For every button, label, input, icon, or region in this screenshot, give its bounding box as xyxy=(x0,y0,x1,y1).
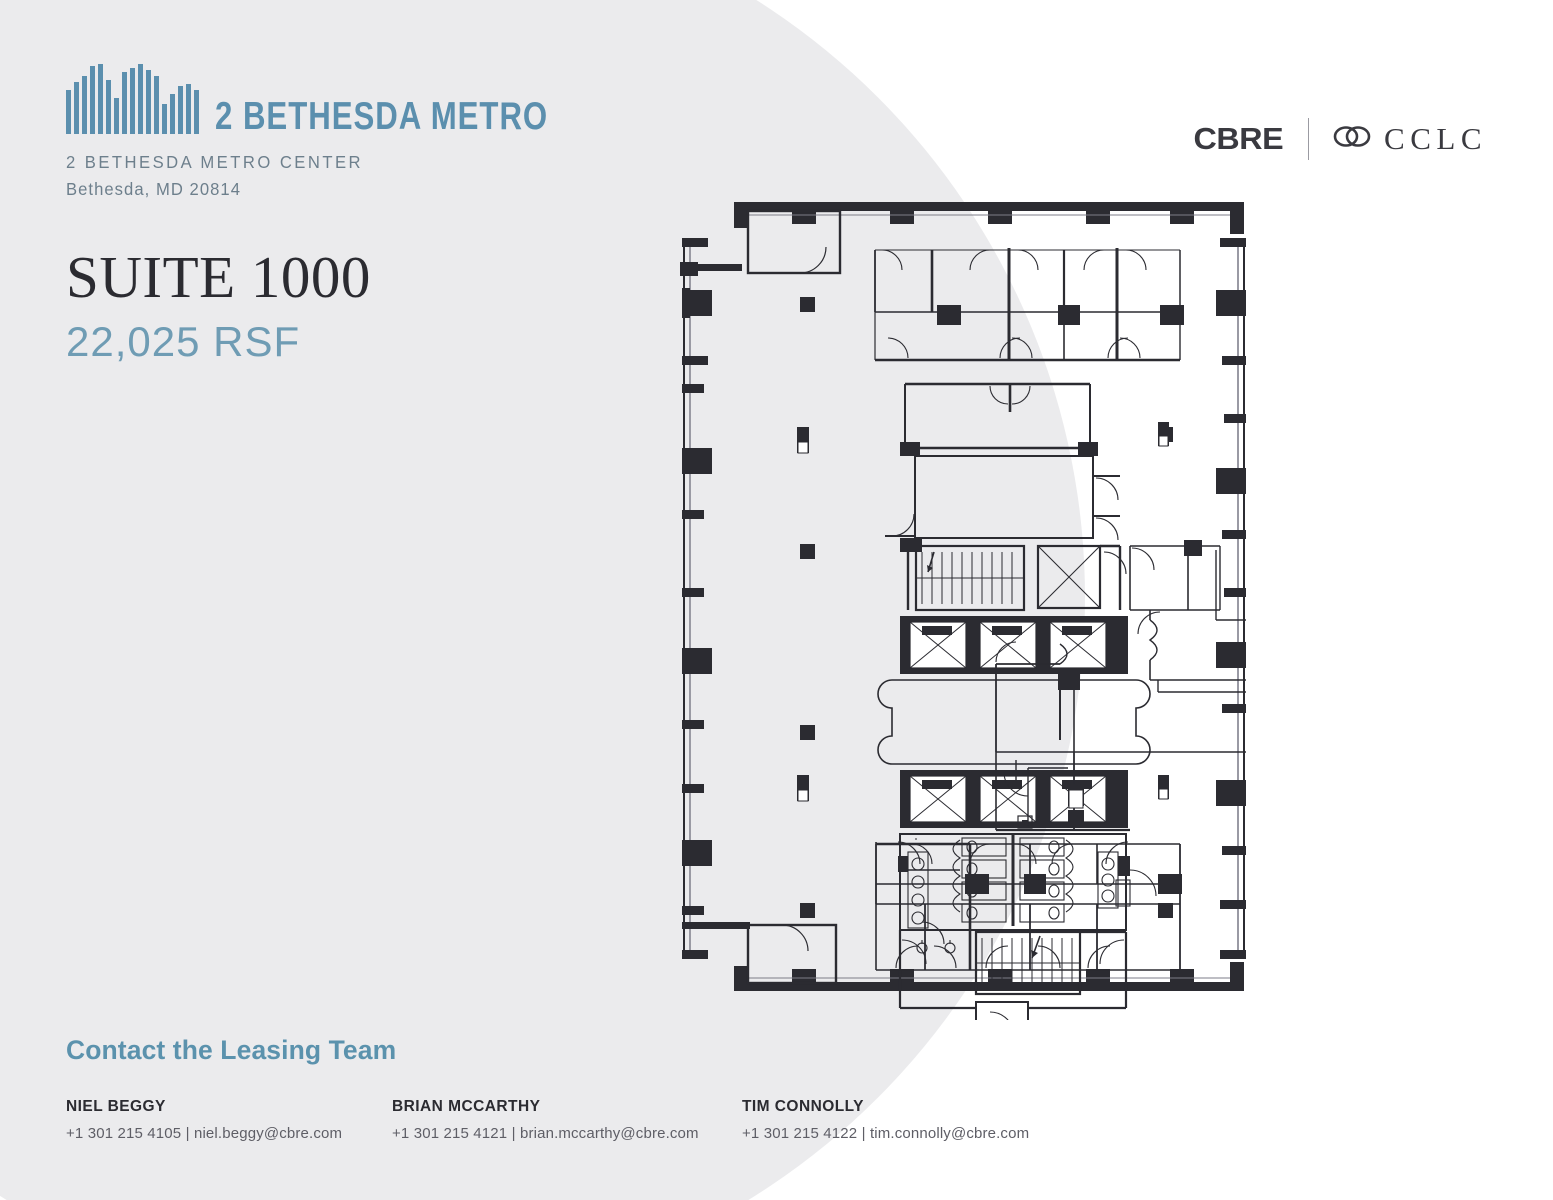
page-title: 2 BETHESDA METRO xyxy=(215,95,549,139)
logo-bar xyxy=(114,98,119,134)
conference-rooms-east xyxy=(995,540,1246,832)
suite-summary: SUITE 1000 22,025 RSF xyxy=(66,248,371,363)
contact-person-3: TIM CONNOLLY +1 301 215 4122 | tim.conno… xyxy=(742,1098,1082,1142)
logo-bar xyxy=(194,90,199,134)
brand-header: 2 BETHESDA METRO 2 BETHESDA METRO CENTER… xyxy=(66,62,631,200)
contact-heading: Contact the Leasing Team xyxy=(66,1035,397,1065)
cbre-logo: CBRE xyxy=(1193,121,1284,156)
elevator-lobby-main xyxy=(877,679,1151,765)
column-markers-slim xyxy=(797,422,1169,802)
corridor-north xyxy=(904,382,1091,450)
lobby-doors-east xyxy=(1095,477,1119,541)
entry-vestibule-southwest xyxy=(682,922,838,985)
logo-bar xyxy=(178,86,183,134)
corridor-north-doors xyxy=(989,385,1031,405)
stair-south xyxy=(974,930,1082,996)
elevator-lobby-upper xyxy=(914,455,1120,539)
entry-vestibule-northwest xyxy=(680,209,842,276)
building-bars-icon xyxy=(66,62,199,134)
background-circle-decoration xyxy=(0,0,1085,1200)
perimeter-wall-east xyxy=(1216,238,1246,959)
logo-bar xyxy=(82,76,87,134)
interlocking-circles-icon xyxy=(1333,124,1371,154)
contact-info[interactable]: +1 301 215 4105 | niel.beggy@cbre.com xyxy=(66,1125,343,1142)
cclc-logo: CCLC xyxy=(1333,121,1487,157)
lavatories-east xyxy=(1097,851,1131,909)
logo-bar xyxy=(122,72,127,134)
structural-columns xyxy=(800,297,1173,918)
cclc-wordmark: CCLC xyxy=(1384,121,1487,156)
north-office-doors xyxy=(881,249,1147,359)
logo-bar xyxy=(98,64,103,134)
perimeter-wall-south xyxy=(734,962,1244,991)
cobrand-logos: CBRE CCLC xyxy=(1193,118,1487,160)
east-rooms-doors xyxy=(995,547,1161,797)
contact-info[interactable]: +1 301 215 4122 | tim.connolly@cbre.com xyxy=(742,1125,1030,1142)
suite-rsf: 22,025 RSF xyxy=(66,318,301,365)
logo-bar xyxy=(154,76,159,134)
elevator-bank-south xyxy=(900,770,1128,828)
logo-bar xyxy=(106,80,111,134)
north-office-columns xyxy=(937,305,1184,325)
restroom-core xyxy=(899,833,1127,931)
lobby-door-west xyxy=(885,513,915,537)
contact-person-1: NIEL BEGGY +1 301 215 4105 | niel.beggy@… xyxy=(66,1098,392,1142)
contact-name: BRIAN MCCARTHY xyxy=(392,1098,541,1115)
logo-bar xyxy=(66,90,71,134)
logo-bar xyxy=(146,70,151,134)
shaft-north xyxy=(1036,544,1102,610)
contact-name: TIM CONNOLLY xyxy=(742,1098,864,1115)
address-line-1: 2 BETHESDA METRO CENTER xyxy=(66,152,363,172)
address-line-2: Bethesda, MD 20814 xyxy=(66,179,242,199)
building-address: 2 BETHESDA METRO CENTER Bethesda, MD 208… xyxy=(66,152,631,200)
shaft-south xyxy=(975,1001,1029,1049)
contact-list: NIEL BEGGY +1 301 215 4105 | niel.beggy@… xyxy=(66,1098,1166,1142)
logo-bar xyxy=(170,94,175,134)
elevator-bank-north xyxy=(900,616,1128,674)
logo-bar xyxy=(74,82,79,134)
lavatories-west xyxy=(898,851,929,929)
stair-north xyxy=(914,544,1026,612)
floor-plan xyxy=(660,180,1280,1049)
south-office-columns xyxy=(965,874,1182,894)
logo-bar xyxy=(162,104,167,134)
contact-person-2: BRIAN MCCARTHY +1 301 215 4121 | brian.m… xyxy=(392,1098,742,1142)
logo-bar xyxy=(90,66,95,134)
contact-info[interactable]: +1 301 215 4121 | brian.mccarthy@cbre.co… xyxy=(392,1125,699,1142)
core-north-walls xyxy=(900,538,1122,610)
suite-name: SUITE 1000 xyxy=(66,244,371,310)
logo-bar xyxy=(186,84,191,134)
logo-bar xyxy=(138,64,143,134)
perimeter-wall-west xyxy=(682,238,712,959)
logo-bar xyxy=(130,68,135,134)
contact-name: NIEL BEGGY xyxy=(66,1098,166,1115)
perimeter-wall-north xyxy=(734,202,1244,234)
south-office-doors xyxy=(895,843,1111,969)
contact-section: Contact the Leasing Team NIEL BEGGY +1 3… xyxy=(66,1035,1166,1142)
logo-divider xyxy=(1307,118,1310,160)
